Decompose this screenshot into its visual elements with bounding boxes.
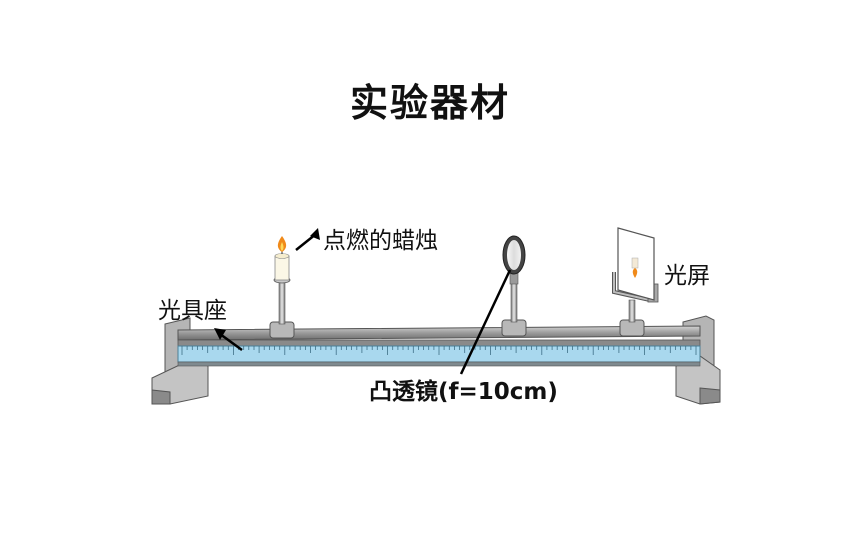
- candle-icon: [274, 236, 290, 281]
- screen-label: 光屏: [664, 263, 710, 289]
- bench-label: 光具座: [158, 298, 227, 324]
- candle-pointer-arrow: [295, 228, 320, 251]
- bench-scale: [177, 345, 701, 367]
- lens-pointer-line: [459, 269, 512, 375]
- light-screen-icon: [617, 227, 655, 301]
- page-title: 实验器材: [349, 81, 510, 125]
- lens-label: 凸透镜(f=10cm): [369, 379, 558, 405]
- bench-pointer-arrow: [214, 328, 243, 352]
- candle-label: 点燃的蜡烛: [323, 228, 438, 254]
- convex-lens-icon: [502, 235, 526, 275]
- inverted-image-icon: [631, 257, 639, 278]
- candle-holder: [269, 276, 295, 339]
